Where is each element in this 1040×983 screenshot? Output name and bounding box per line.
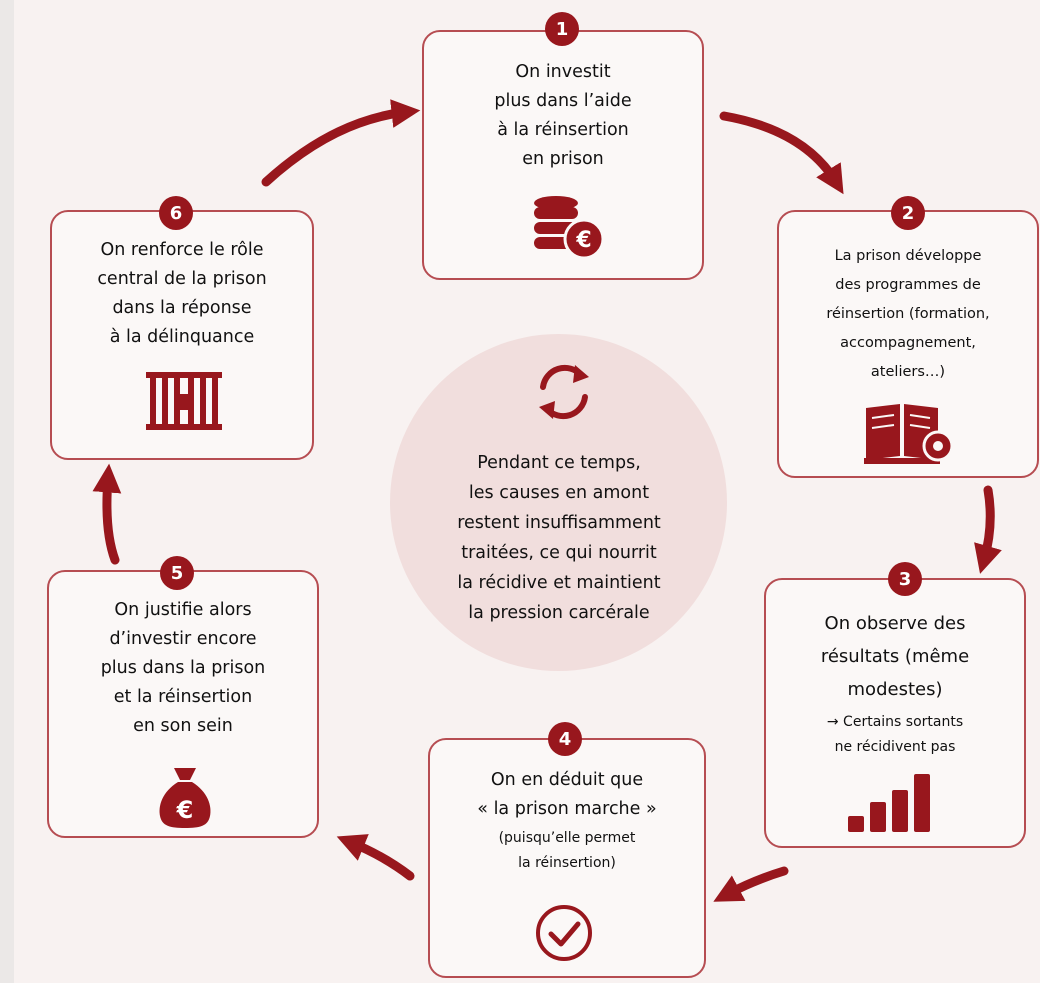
step-4-text: On en déduit que « la prison marche » [477, 770, 657, 819]
arrow-2-to-3 [974, 485, 1002, 574]
cycle-diagram: Pendant ce temps, les causes en amont re… [14, 0, 1040, 983]
step-6-text: On renforce le rôle central de la prison… [97, 240, 267, 347]
check-circle-icon [536, 905, 592, 961]
svg-text:€: € [176, 796, 194, 824]
coins-euro-icon: € [534, 196, 605, 260]
arrow-3-to-4 [713, 866, 789, 902]
bar-chart-icon [848, 774, 930, 832]
step-4-note: (puisqu’elle permet la réinsertion) [498, 830, 636, 871]
arrow-6-to-1 [261, 99, 421, 187]
step-5-badge: 5 [160, 556, 194, 590]
step-1-text: On investit plus dans l’aide à la réinse… [494, 62, 632, 169]
step-3-text: On observe des résultats (même modestes) [820, 613, 970, 700]
center-text: Pendant ce temps, les causes en amont re… [457, 453, 661, 623]
book-gear-icon [864, 404, 954, 464]
step-3-badge: 3 [888, 562, 922, 596]
step-2-card: La prison développe des programmes de ré… [777, 210, 1039, 478]
step-2-text: La prison développe des programmes de ré… [826, 248, 990, 380]
arrow-1-to-2 [719, 111, 844, 195]
prison-bars-icon [146, 372, 222, 430]
svg-text:€: € [575, 228, 591, 253]
step-5-text: On justifie alors d’investir encore plus… [100, 600, 266, 736]
money-bag-euro-icon: € [159, 768, 211, 828]
step-4-badge: 4 [548, 722, 582, 756]
arrow-5-to-6 [92, 463, 122, 565]
step-4-card: On en déduit que « la prison marche » (p… [428, 738, 706, 978]
step-1-badge: 1 [545, 12, 579, 46]
step-1-card: On investit plus dans l’aide à la réinse… [422, 30, 704, 280]
step-2-badge: 2 [891, 196, 925, 230]
center-circle [390, 334, 727, 671]
cycle-arrows [92, 99, 1002, 902]
step-6-badge: 6 [159, 196, 193, 230]
arrow-4-to-5 [336, 834, 415, 881]
step-3-note: → Certains sortants ne récidivent pas [826, 714, 964, 755]
cycle-arrows-icon [539, 364, 589, 420]
